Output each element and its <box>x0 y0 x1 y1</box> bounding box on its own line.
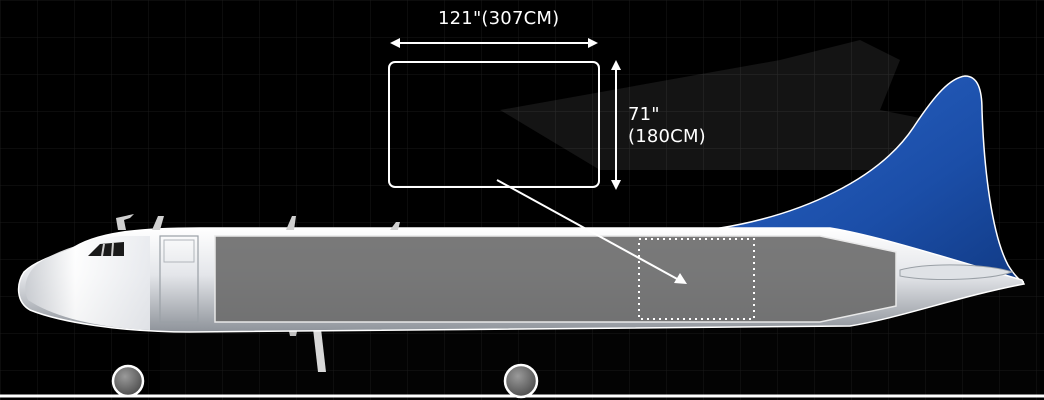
width-label: 121"(307CM) <box>438 8 560 29</box>
nose-cone <box>25 236 150 330</box>
cargo-hold <box>214 235 897 323</box>
horizontal-stabilizer <box>899 264 1014 280</box>
cargo-door-detail-box <box>388 61 600 188</box>
cargo-door-outline <box>638 238 755 320</box>
height-label: 71" (180CM) <box>628 104 706 148</box>
nose-wheel-icon <box>111 364 145 398</box>
height-label-cm: (180CM) <box>628 126 706 147</box>
cockpit-windows <box>88 242 124 257</box>
main-wheel-icon <box>503 363 539 399</box>
front-door <box>159 235 199 323</box>
height-dimension-arrow <box>611 60 621 190</box>
front-door-window <box>163 239 195 263</box>
landing-gear <box>111 318 539 399</box>
width-dimension-arrow <box>390 38 598 48</box>
height-label-inches: 71" <box>628 104 660 125</box>
pointer-arrow <box>496 179 687 284</box>
antennas <box>116 214 400 230</box>
